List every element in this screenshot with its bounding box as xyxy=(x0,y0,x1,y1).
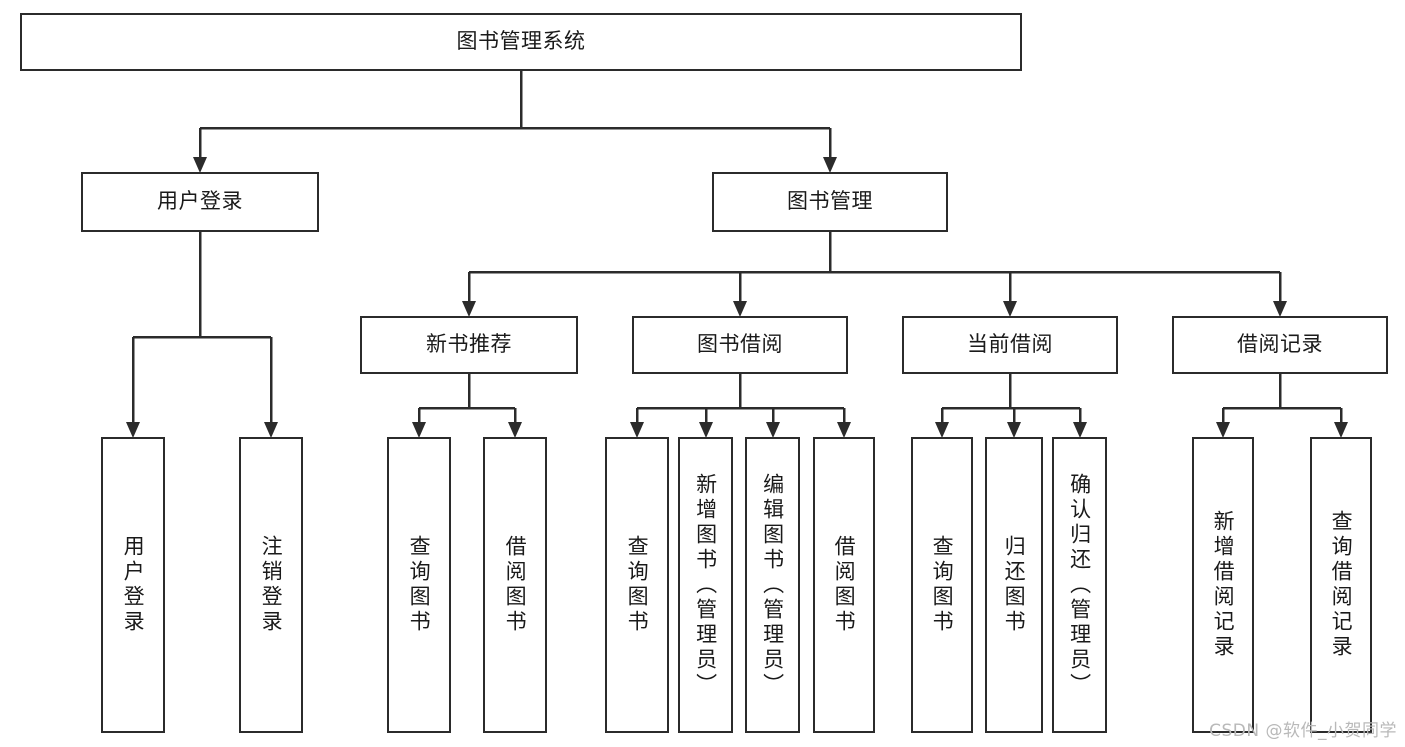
node-current-borrow-label: 当前借阅 xyxy=(967,332,1053,357)
node-leaf-edit-book[interactable]: 编辑图书（管理员） xyxy=(745,437,800,733)
node-leaf-query-book-1-label: 查询图书 xyxy=(407,535,432,635)
node-book-manage-label: 图书管理 xyxy=(787,189,873,214)
node-leaf-user-login[interactable]: 用户登录 xyxy=(101,437,165,733)
node-book-borrow-label: 图书借阅 xyxy=(697,332,783,357)
node-leaf-edit-book-label: 编辑图书（管理员） xyxy=(760,472,785,698)
node-user-login-label: 用户登录 xyxy=(157,189,243,214)
node-leaf-confirm-return[interactable]: 确认归还（管理员） xyxy=(1052,437,1107,733)
node-current-borrow[interactable]: 当前借阅 xyxy=(902,316,1118,374)
node-leaf-query-record[interactable]: 查询借阅记录 xyxy=(1310,437,1372,733)
node-leaf-borrow-book-2[interactable]: 借阅图书 xyxy=(813,437,875,733)
node-borrow-record-label: 借阅记录 xyxy=(1237,332,1323,357)
node-leaf-return-book-label: 归还图书 xyxy=(1002,535,1027,635)
node-leaf-confirm-return-label: 确认归还（管理员） xyxy=(1067,472,1092,698)
node-book-manage[interactable]: 图书管理 xyxy=(712,172,948,232)
node-book-borrow[interactable]: 图书借阅 xyxy=(632,316,848,374)
node-leaf-add-record[interactable]: 新增借阅记录 xyxy=(1192,437,1254,733)
node-leaf-logout-label: 注销登录 xyxy=(259,535,284,635)
node-leaf-add-record-label: 新增借阅记录 xyxy=(1211,510,1236,660)
node-leaf-query-book-1[interactable]: 查询图书 xyxy=(387,437,451,733)
node-leaf-borrow-book-1-label: 借阅图书 xyxy=(503,535,528,635)
node-leaf-query-book-2-label: 查询图书 xyxy=(625,535,650,635)
node-borrow-record[interactable]: 借阅记录 xyxy=(1172,316,1388,374)
node-leaf-borrow-book-1[interactable]: 借阅图书 xyxy=(483,437,547,733)
node-leaf-user-login-label: 用户登录 xyxy=(121,535,146,635)
node-root[interactable]: 图书管理系统 xyxy=(20,13,1022,71)
node-leaf-logout[interactable]: 注销登录 xyxy=(239,437,303,733)
node-leaf-add-book[interactable]: 新增图书（管理员） xyxy=(678,437,733,733)
node-leaf-query-book-3-label: 查询图书 xyxy=(930,535,955,635)
node-leaf-query-book-2[interactable]: 查询图书 xyxy=(605,437,669,733)
node-leaf-query-record-label: 查询借阅记录 xyxy=(1329,510,1354,660)
node-leaf-add-book-label: 新增图书（管理员） xyxy=(693,472,718,698)
node-new-book-recommend[interactable]: 新书推荐 xyxy=(360,316,578,374)
node-leaf-return-book[interactable]: 归还图书 xyxy=(985,437,1043,733)
node-new-book-recommend-label: 新书推荐 xyxy=(426,332,512,357)
node-user-login[interactable]: 用户登录 xyxy=(81,172,319,232)
node-leaf-query-book-3[interactable]: 查询图书 xyxy=(911,437,973,733)
node-leaf-borrow-book-2-label: 借阅图书 xyxy=(832,535,857,635)
node-root-label: 图书管理系统 xyxy=(456,29,586,54)
